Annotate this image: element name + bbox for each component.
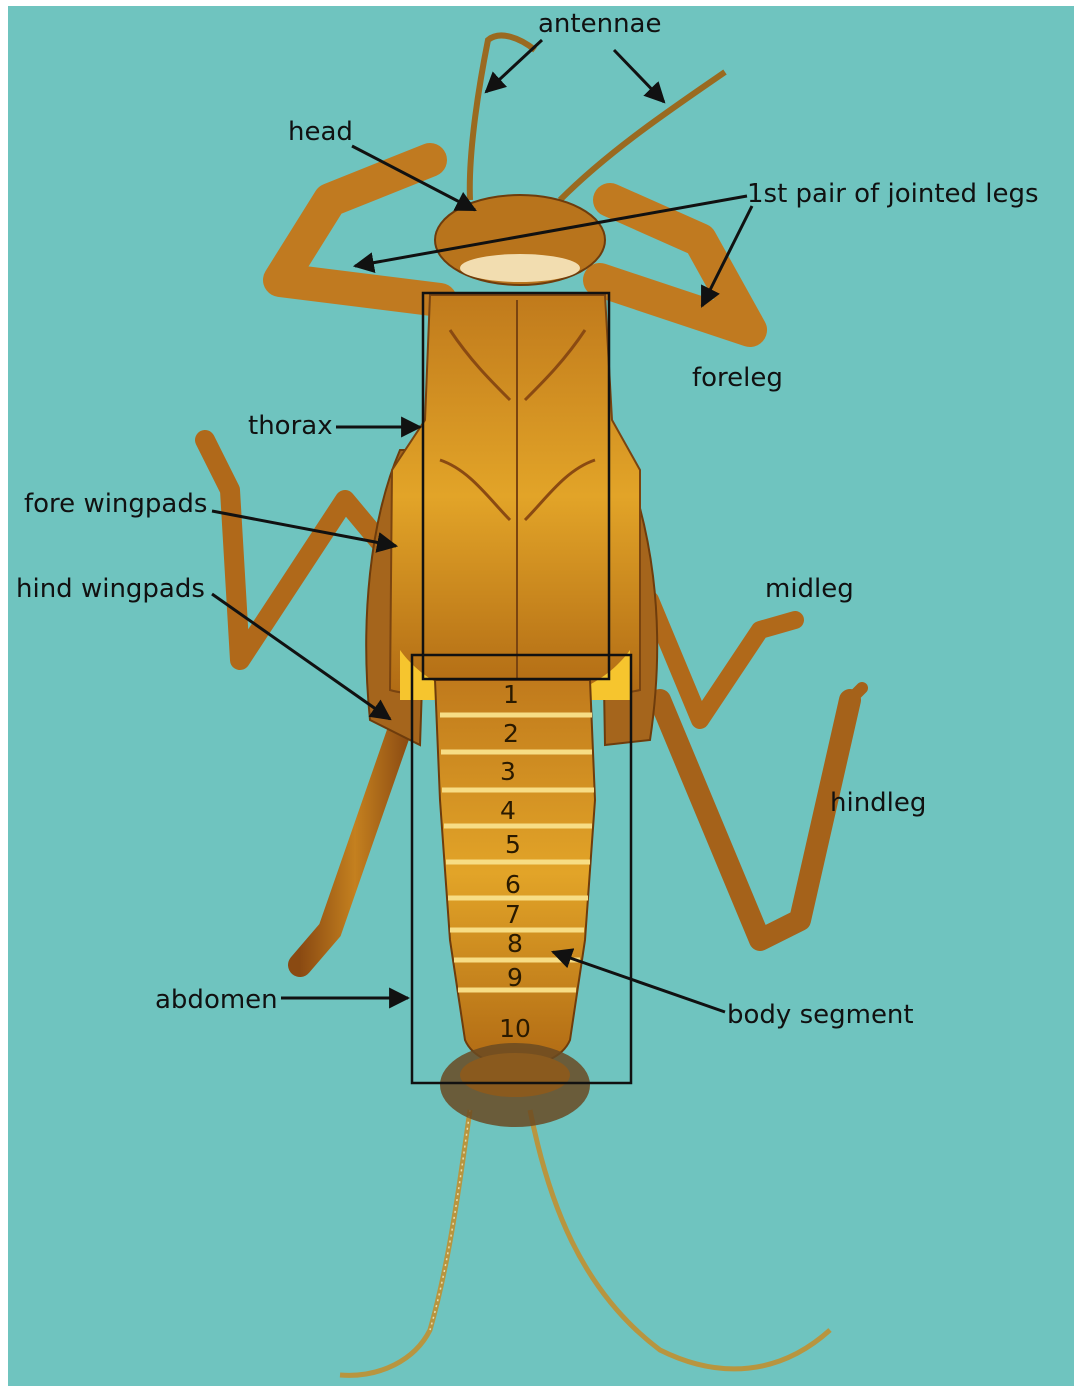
label-first-legs: 1st pair of jointed legs [747,179,1039,209]
label-midleg: midleg [765,574,854,604]
segment-number: 6 [505,870,521,899]
label-fore-wingpads: fore wingpads [24,489,207,519]
label-antennae: antennae [538,9,662,39]
label-hindleg: hindleg [830,788,926,818]
segment-number: 5 [505,830,521,859]
segment-number: 10 [499,1014,531,1043]
segment-number: 1 [503,680,519,709]
segment-number: 4 [500,796,516,825]
thorax-body [390,295,640,698]
label-foreleg: foreleg [692,363,783,393]
segment-number: 7 [505,900,521,929]
label-abdomen: abdomen [155,985,278,1015]
segment-number: 2 [503,719,519,748]
label-body-segment: body segment [727,1000,914,1030]
label-hind-wingpads: hind wingpads [16,574,205,604]
label-head: head [288,117,353,147]
segment-number: 8 [507,929,523,958]
segment-number: 3 [500,757,516,786]
segment-number: 9 [507,963,523,992]
label-thorax: thorax [248,411,333,441]
